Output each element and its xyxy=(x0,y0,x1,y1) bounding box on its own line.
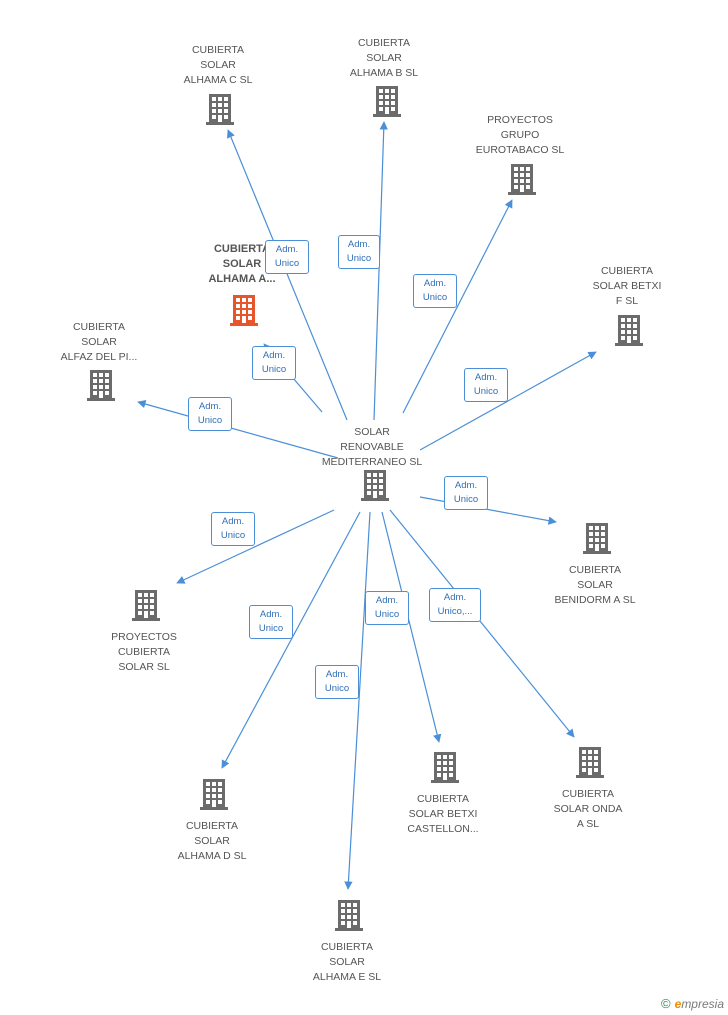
edge-alfaz xyxy=(137,399,339,459)
node-alhama-c-label[interactable]: CUBIERTA SOLAR ALHAMA C SL xyxy=(183,44,253,86)
node-eurotabaco-label[interactable]: PROYECTOS GRUPO EUROTABACO SL xyxy=(475,114,565,156)
node-benidorm-building-icon[interactable] xyxy=(583,523,611,554)
edge-eurotabaco xyxy=(402,199,513,414)
node-alhama-c-building-icon[interactable] xyxy=(206,94,234,125)
edge-alhama-d xyxy=(221,511,361,769)
node-alhama-b-label[interactable]: CUBIERTA SOLAR ALHAMA B SL xyxy=(349,37,419,79)
node-alhama-a-building-icon[interactable] xyxy=(230,295,258,326)
node-betxi-f-building-icon[interactable] xyxy=(615,315,643,346)
edge-badge-alhama-a[interactable]: Adm. Unico xyxy=(252,346,296,380)
node-alfaz-building-icon[interactable] xyxy=(87,370,115,401)
node-benidorm-label[interactable]: CUBIERTA SOLAR BENIDORM A SL xyxy=(554,564,636,606)
edge-badge-eurotabaco[interactable]: Adm. Unico xyxy=(413,274,457,308)
edge-badge-alhama-b[interactable]: Adm. Unico xyxy=(338,235,380,269)
edge-badge-proyectos-cubierta[interactable]: Adm. Unico xyxy=(211,512,255,546)
node-onda-label[interactable]: CUBIERTA SOLAR ONDA A SL xyxy=(553,788,623,830)
edge-badge-onda[interactable]: Adm. Unico,... xyxy=(429,588,481,622)
node-proyectos-cubierta-building-icon[interactable] xyxy=(132,590,160,621)
edge-benidorm xyxy=(419,496,557,525)
edge-badge-betxi-castellon[interactable]: Adm. Unico xyxy=(365,591,409,625)
node-betxi-castellon-label[interactable]: CUBIERTA SOLAR BETXI CASTELLON... xyxy=(407,793,479,835)
node-betxi-castellon-building-icon[interactable] xyxy=(431,752,459,783)
edge-alhama-e xyxy=(344,511,371,890)
edge-proyectos-cubierta xyxy=(176,509,335,584)
node-alfaz-label[interactable]: CUBIERTA SOLAR ALFAZ DEL PI... xyxy=(60,321,138,363)
node-betxi-f-label[interactable]: CUBIERTA SOLAR BETXI F SL xyxy=(592,265,662,307)
edge-badge-alhama-e[interactable]: Adm. Unico xyxy=(315,665,359,699)
edge-badge-betxi-f[interactable]: Adm. Unico xyxy=(464,368,508,402)
node-alhama-e-label[interactable]: CUBIERTA SOLAR ALHAMA E SL xyxy=(312,941,382,983)
edge-betxi-castellon xyxy=(381,511,442,743)
edges-layer xyxy=(137,121,597,890)
edge-alhama-b xyxy=(373,121,388,421)
node-eurotabaco-building-icon[interactable] xyxy=(508,164,536,195)
node-alhama-e-building-icon[interactable] xyxy=(335,900,363,931)
node-proyectos-cubierta-label[interactable]: PROYECTOS CUBIERTA SOLAR SL xyxy=(111,631,177,673)
edge-onda xyxy=(389,509,575,738)
edge-badge-alfaz[interactable]: Adm. Unico xyxy=(188,397,232,431)
edge-alhama-c xyxy=(226,129,348,421)
edge-badge-benidorm[interactable]: Adm. Unico xyxy=(444,476,488,510)
edge-badge-alhama-c[interactable]: Adm. Unico xyxy=(265,240,309,274)
center-solar-renovable-label[interactable]: SOLAR RENOVABLE MEDITERRANEO SL xyxy=(321,426,423,468)
node-alhama-d-building-icon[interactable] xyxy=(200,779,228,810)
node-alhama-a-label[interactable]: CUBIERTA SOLAR ALHAMA A... xyxy=(208,243,276,285)
node-alhama-d-label[interactable]: CUBIERTA SOLAR ALHAMA D SL xyxy=(177,820,247,862)
node-onda-building-icon[interactable] xyxy=(576,747,604,778)
edge-betxi-f xyxy=(419,351,597,451)
edge-badge-alhama-d[interactable]: Adm. Unico xyxy=(249,605,293,639)
brand-logo: empresia xyxy=(674,996,724,1011)
center-solar-renovable-building-icon[interactable] xyxy=(361,470,389,501)
node-alhama-b-building-icon[interactable] xyxy=(373,86,401,117)
footer-brand[interactable]: © empresia xyxy=(661,996,724,1011)
copyright-icon: © xyxy=(661,996,671,1011)
